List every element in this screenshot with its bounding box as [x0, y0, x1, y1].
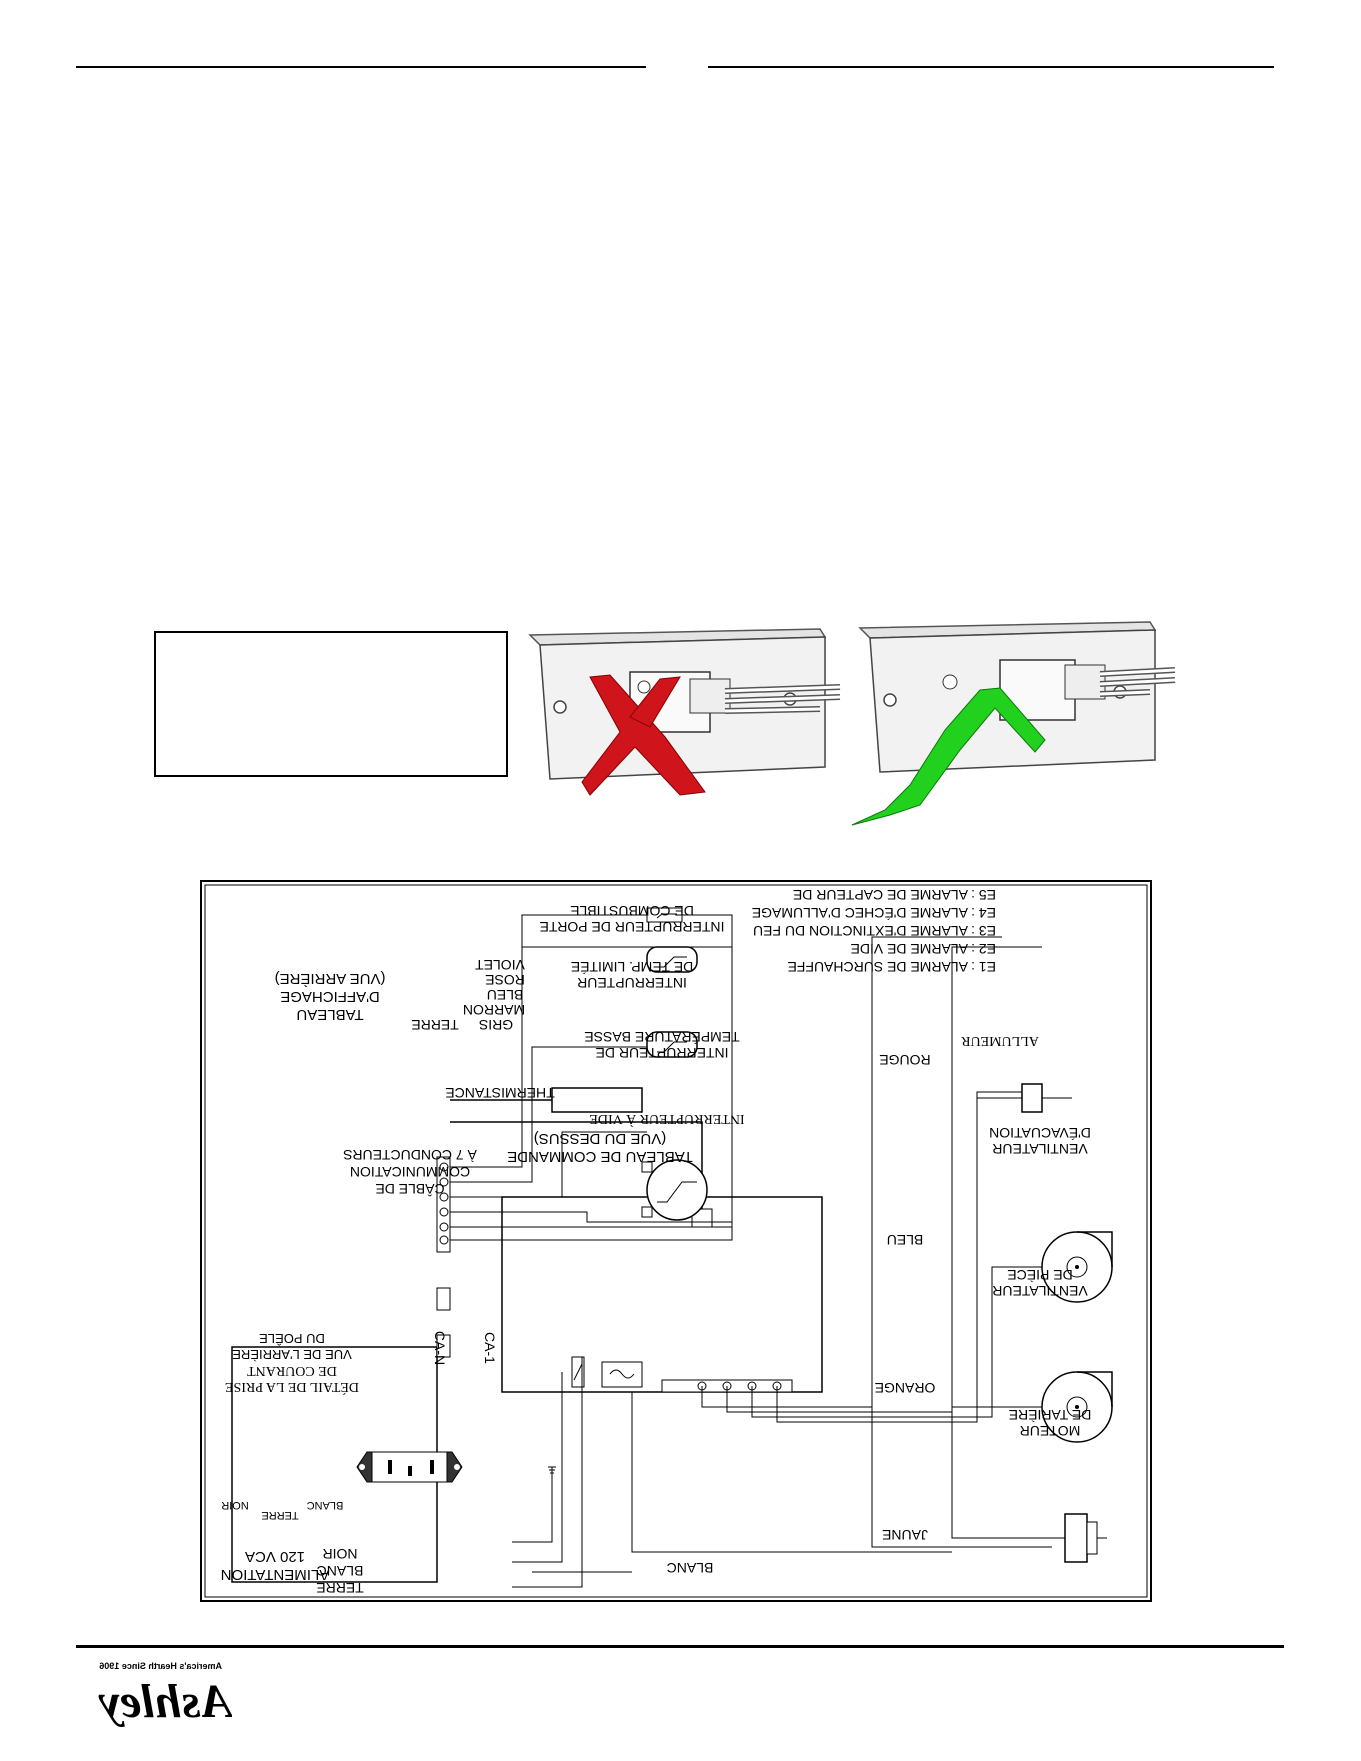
top-rule-left: [76, 66, 646, 68]
wire-gris-label: GRIS: [479, 1017, 513, 1033]
control-panel: [501, 1196, 823, 1393]
supply-label-2: 120 VCA: [245, 1548, 305, 1565]
display-panel-label-3: (VUE ARRIÈRE): [275, 970, 386, 987]
wiring-diagram: TABLEAU D'AFFICHAGE (VUE ARRIÈRE) TABLEA…: [200, 880, 1152, 1602]
vacuum-switch: [646, 1159, 708, 1221]
igniter-label: ALLUMEUR: [960, 1033, 1038, 1048]
wire-blanc-label: BLANC: [667, 1560, 714, 1576]
door-switch-label-1: INTERRUPTEUR DE PORTE: [540, 919, 725, 935]
photo-correct-installation: [851, 621, 1176, 826]
wire-marron-label: MARRON: [463, 1002, 525, 1018]
comm-cable-label-3: À 7 CONDUCTEURS: [343, 1147, 477, 1163]
supply-blanc-label: BLANC: [317, 1563, 364, 1579]
exhaust-fan-label-2: D'ÉVACUATION: [989, 1125, 1091, 1141]
wire-violet-label: VIOLET: [475, 957, 525, 973]
alarm-e1: E1 : ALARME DE SURCHAUFFE: [788, 959, 997, 975]
room-fan-label-1: VENTILATEUR: [992, 1283, 1087, 1299]
wire-bleu-fan-label: BLEU: [887, 1232, 924, 1248]
comm-cable-label-1: CÂBLE DE: [375, 1181, 444, 1197]
brand-tagline: America's Hearth Since 1906: [99, 1661, 222, 1671]
ca-1-label: CA-1: [482, 1332, 498, 1364]
exhaust-fan-label-1: VENTILATEUR: [992, 1141, 1087, 1157]
display-panel-label-2: D'AFFICHAGE: [280, 988, 380, 1005]
brand-name: Ashley: [98, 1675, 232, 1728]
bottom-rule: [76, 1645, 1284, 1648]
photo-incorrect-installation: [528, 628, 841, 796]
wire-jaune-label: JAUNE: [882, 1527, 928, 1543]
top-rule-right: [708, 66, 1274, 68]
door-switch-label-2: DE COMBUSTIBLE: [570, 903, 694, 919]
alarm-e4: E4 : ALARME D'ÉCHEC D'ALLUMAGE: [752, 905, 996, 921]
terre-display-label: TERRE: [411, 1017, 458, 1033]
note-box: [154, 631, 508, 777]
plug-blanc-label: BLANC: [307, 1499, 344, 1511]
limit-switch-label-1: INTERRUPTEUR: [577, 975, 687, 991]
thermistance-label: THERMISTANCE: [445, 1085, 554, 1101]
auger-motor-label-1: MOTEUR: [1020, 1423, 1081, 1439]
wire-rouge-label: ROUGE: [879, 1052, 930, 1068]
low-temp-switch-label-1: INTERRUPTEUR DE: [595, 1045, 728, 1061]
low-temp-switch-label-2: TEMPÉRATURE BASSE: [584, 1029, 739, 1045]
auger-motor: [1064, 1513, 1088, 1563]
control-panel-label-1: TABLEAU DE COMMANDE: [507, 1148, 693, 1165]
alarm-e5: E5 : ALARME DE CAPTEUR DE: [793, 887, 996, 903]
ashley-logo: America's Hearth Since 1906 Ashley: [98, 1661, 232, 1728]
wire-bleu-label: BLEU: [487, 987, 524, 1003]
wire-orange-label: ORANGE: [875, 1380, 936, 1396]
auger-motor-label-2: DE TARIÈRE: [1009, 1407, 1092, 1423]
limit-switch-label-2: DE TEMP. LIMITÉE: [571, 959, 693, 975]
alarm-e2: E2 : ALARME DE VIDE: [851, 941, 997, 957]
supply-terre-label: TERRE: [316, 1580, 363, 1596]
supply-label-1: ALIMENTATION: [221, 1566, 330, 1583]
plug-detail-label-4: DU POÊLE: [259, 1331, 325, 1346]
comm-cable-label-2: COMMUNICATION: [350, 1164, 470, 1180]
plug-detail-label-1: DÉTAIL DE LA PRISE: [225, 1379, 359, 1396]
wire-rose-label: ROSE: [485, 972, 525, 988]
plug-terre-label: TERRE: [261, 1509, 298, 1521]
plug-detail-label-3: VUE DE L'ARRIÈRE: [232, 1347, 352, 1362]
room-fan-label-2: DE PIÈCE: [1007, 1267, 1072, 1283]
supply-noir-label: NOIR: [323, 1546, 358, 1562]
control-panel-label-2: (VUE DU DESSUS): [534, 1130, 667, 1147]
igniter: [1021, 1083, 1043, 1113]
vacuum-switch-label: INTERRUPTEUR À VIDE: [589, 1111, 744, 1128]
display-panel-label-1: TABLEAU: [296, 1006, 363, 1023]
ca-n-label: CA-N: [432, 1331, 448, 1365]
plug-noir-label: NOIR: [221, 1499, 249, 1511]
plug-detail-label-2: DE COURANT: [247, 1363, 337, 1378]
alarm-e3: E3 : ALARME D'EXTINCTION DU FEU: [753, 923, 996, 939]
